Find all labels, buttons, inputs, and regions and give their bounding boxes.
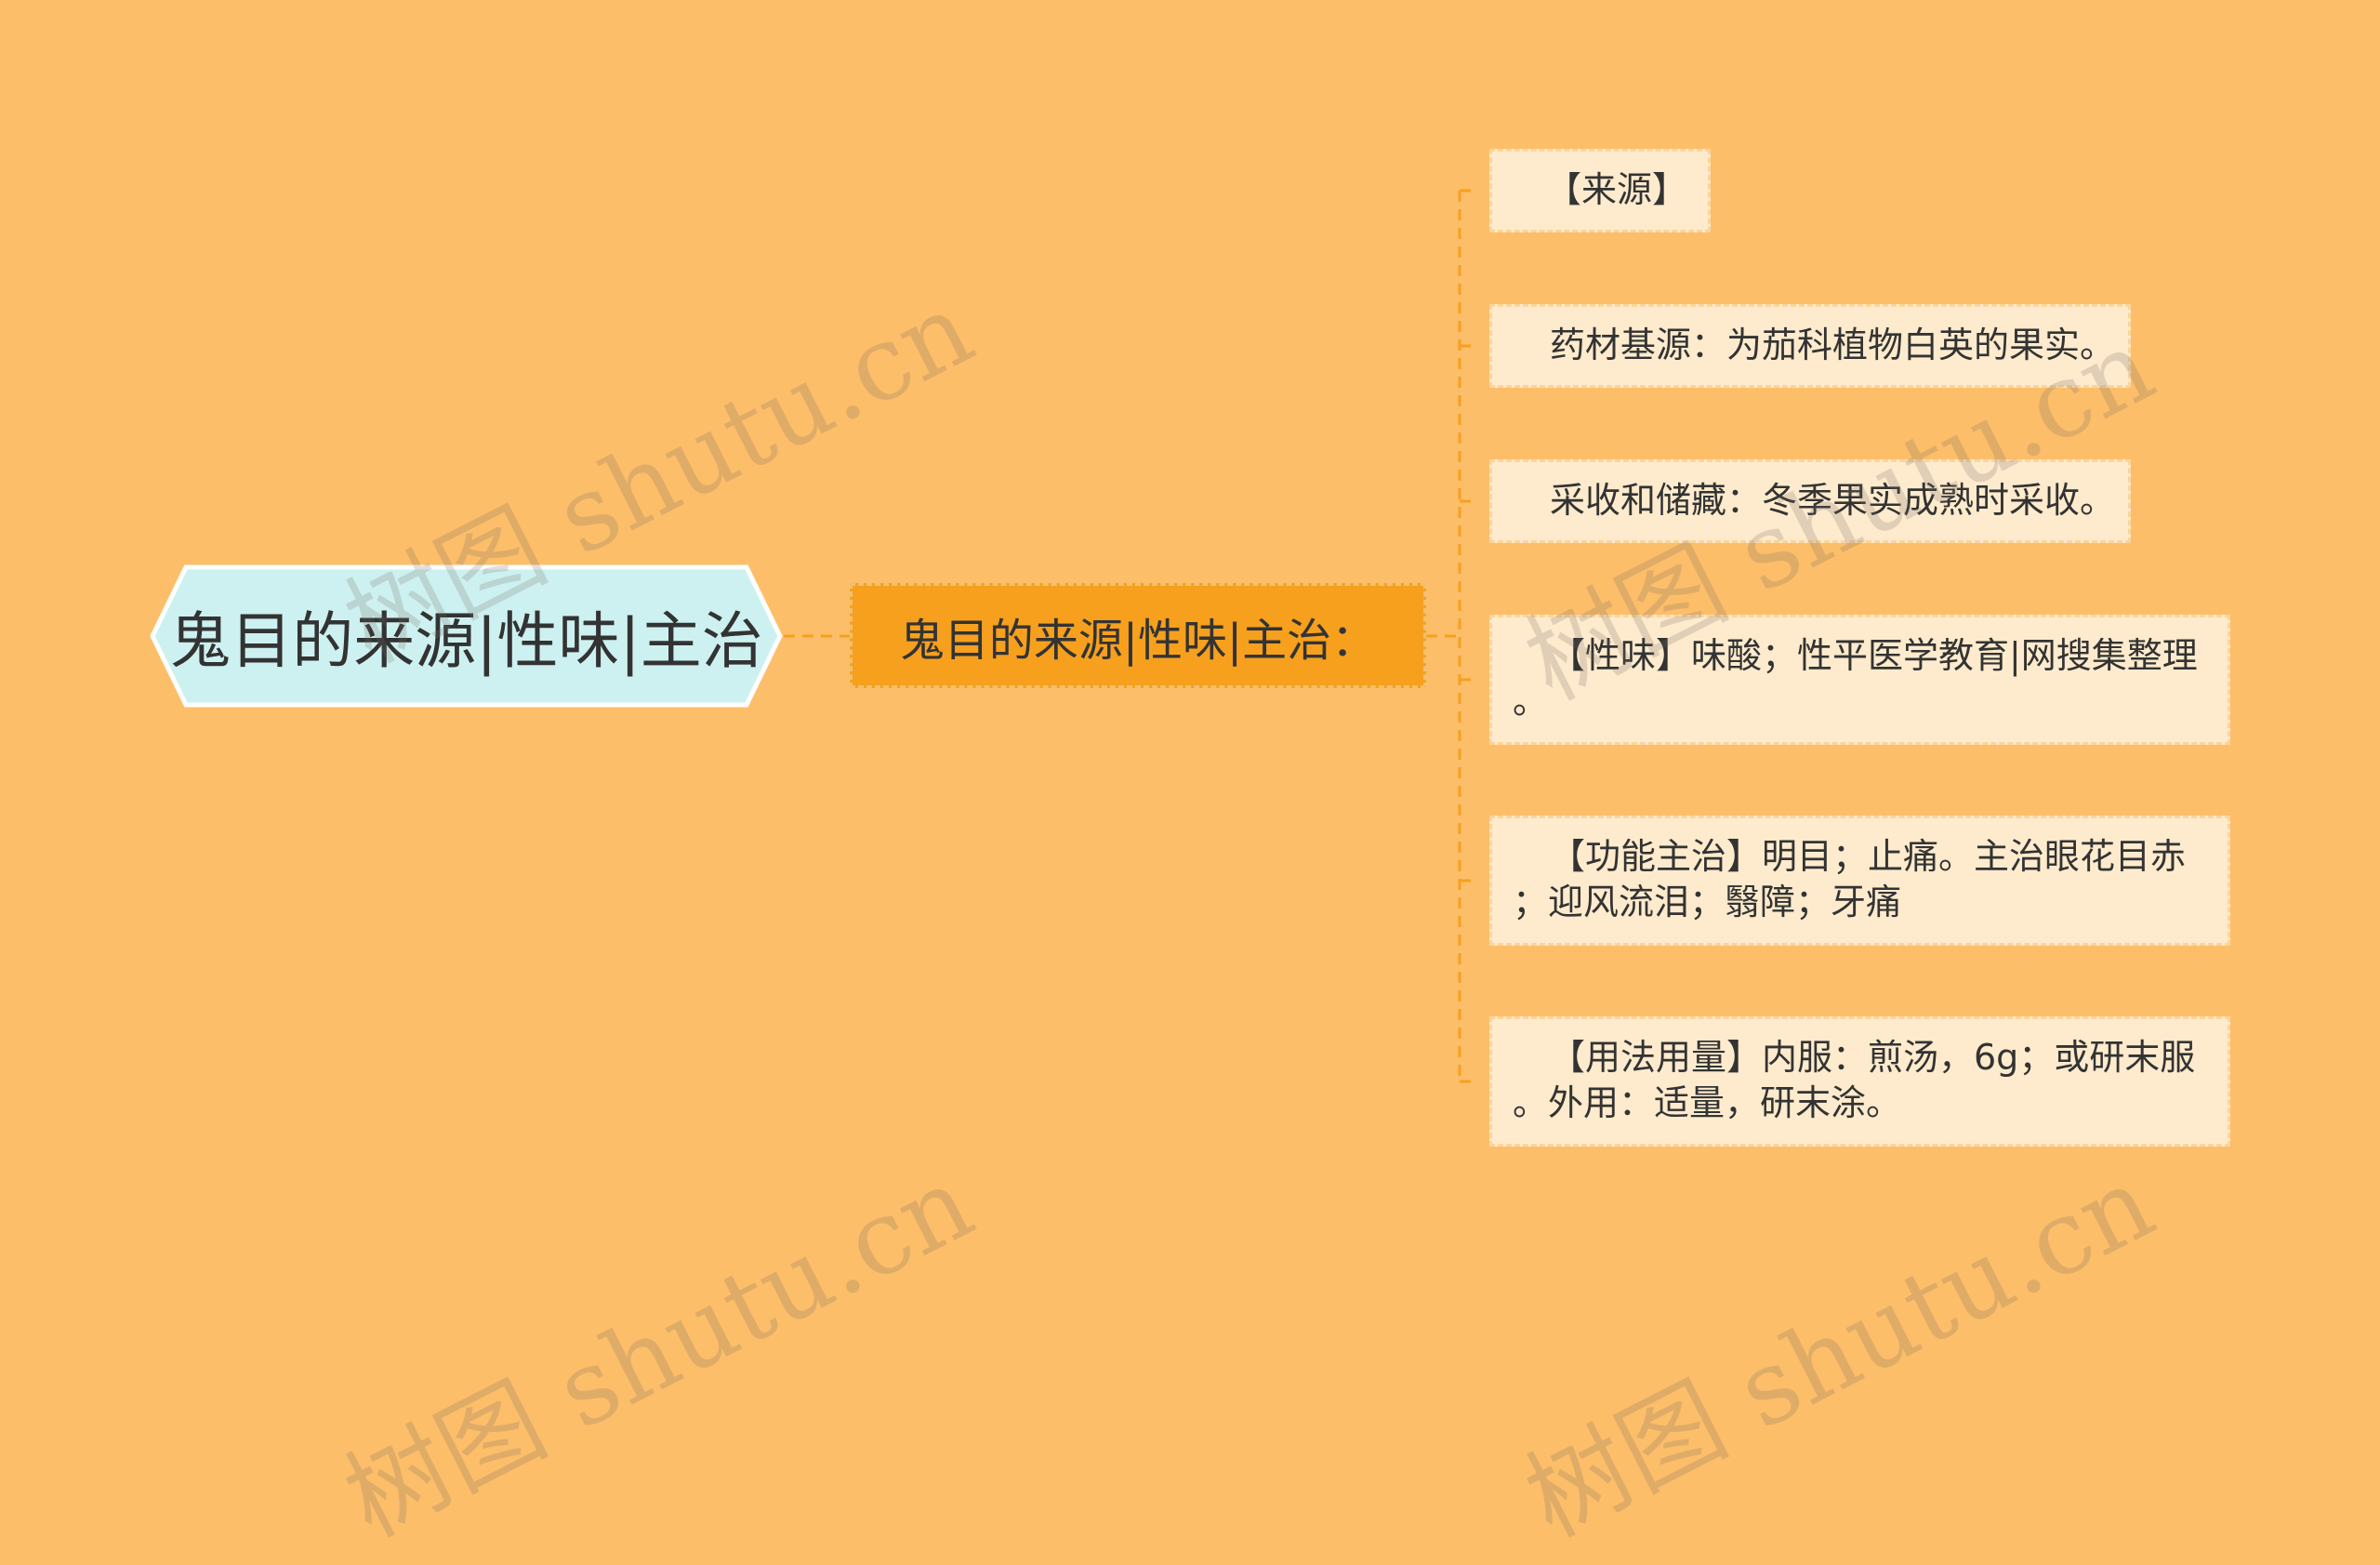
root-topic-label: 鬼目的来源|性味|主治 [169,605,763,677]
leaf-text-line: 【来源】 [1546,169,1688,210]
leaf-topic-origin[interactable]: 药材基源：为茄科植物白英的果实。 [1489,304,2131,388]
root-hexagon-shape [150,564,783,708]
leaf-text-line: 药材基源：为茄科植物白英的果实。 [1550,325,2116,365]
connector-lines [784,189,1478,1083]
leaf-topic-nature[interactable]: 【性味】味酸；性平医学教育|网搜集整理 。 [1489,615,2230,745]
leaf-topic-dosage[interactable]: 【用法用量】内服：煎汤，6g；或研末服 。外用：适量，研末涂。 [1489,1016,2230,1147]
leaf-topic-source[interactable]: 【来源】 [1489,149,1711,232]
leaf-topic-indications[interactable]: 【功能主治】明目；止痛。主治眼花目赤 ；迎风流泪；翳障；牙痛 [1489,816,2230,946]
leaf-text-line: 【功能主治】明目；止痛。主治眼花目赤 [1550,836,2187,877]
branch-topic[interactable]: 鬼目的来源|性味|主治： [850,583,1426,688]
mind-map-canvas: 鬼目的来源|性味|主治 鬼目的来源|性味|主治： 【来源】 药材基源：为茄科植物… [149,149,2230,1559]
leaf-text-line: 。 [1513,681,1549,722]
leaf-text-line: 采收和储藏：冬季果实成熟时采收。 [1550,480,2116,521]
leaf-topic-harvest[interactable]: 采收和储藏：冬季果实成熟时采收。 [1489,459,2131,543]
leaf-text-line: 【用法用量】内服：煎汤，6g；或研末服 [1550,1037,2196,1078]
leaf-text-line: 。外用：适量，研末涂。 [1513,1082,1902,1123]
leaf-text-line: ；迎风流泪；翳障；牙痛 [1513,882,1902,922]
leaf-text-line: 【性味】味酸；性平医学教育|网搜集整理 [1550,635,2198,676]
root-topic[interactable]: 鬼目的来源|性味|主治 [149,564,784,709]
branch-topic-label: 鬼目的来源|性味|主治： [899,614,1377,667]
